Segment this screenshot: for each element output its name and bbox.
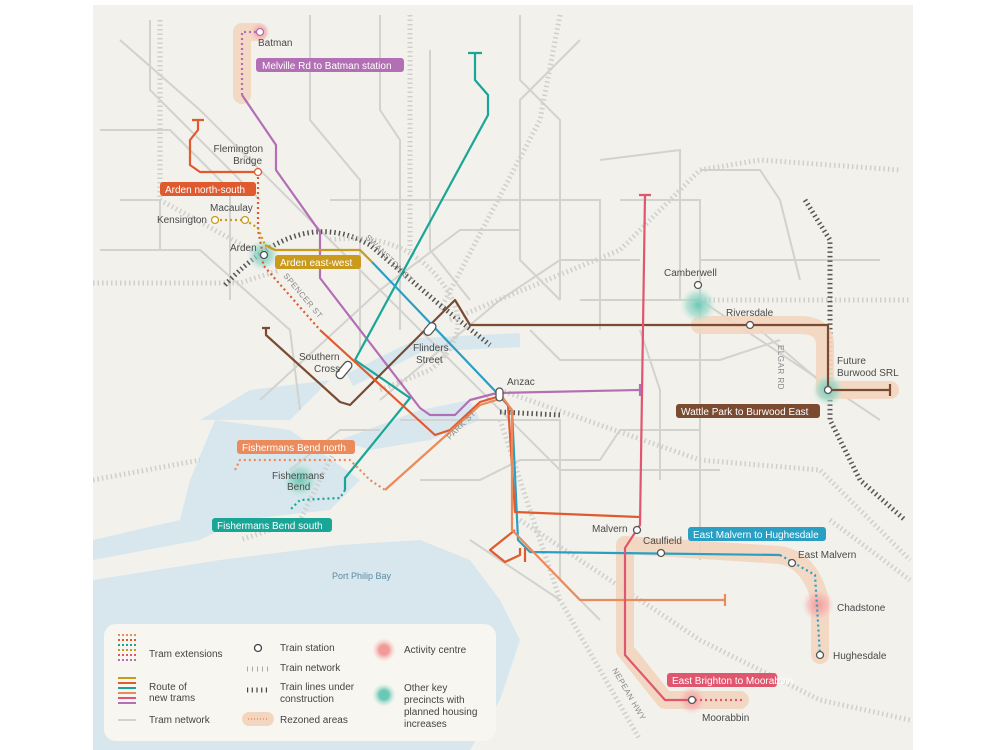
station-riversdale: Riversdale bbox=[726, 308, 774, 319]
legend-key-precincts-1: Other key bbox=[404, 683, 448, 694]
route-fb-south-extension bbox=[289, 489, 346, 511]
route-label-fb-south[interactable]: Fishermans Bend south bbox=[212, 518, 332, 532]
legend-tram-extensions: Tram extensions bbox=[149, 649, 223, 660]
route-wattle-park-line bbox=[262, 298, 892, 407]
route-arden-ns-south bbox=[319, 329, 641, 564]
station-future-burwood-2: Burwood SRL bbox=[837, 368, 899, 379]
place-fishermans-bend-2: Bend bbox=[287, 482, 310, 493]
route-label-text: Arden north-south bbox=[165, 185, 245, 196]
route-label-text: Wattle Park to Burwood East bbox=[681, 407, 809, 418]
route-label-text: Melville Rd to Batman station bbox=[262, 61, 392, 72]
legend-key-precincts-3: planned housing bbox=[404, 707, 478, 718]
stations bbox=[210, 27, 833, 705]
key-precinct-camberwell bbox=[680, 287, 716, 323]
route-east-malvern-line bbox=[371, 261, 781, 557]
route-east-brighton-line bbox=[623, 193, 690, 702]
station-flemington-bridge-2: Bridge bbox=[233, 156, 262, 167]
water-label: Port Philip Bay bbox=[332, 571, 392, 581]
route-fb-north-line bbox=[384, 396, 727, 606]
station-chadstone: Chadstone bbox=[837, 603, 886, 614]
legend-train-construction-2: construction bbox=[280, 694, 334, 705]
route-label-east-malvern[interactable]: East Malvern to Hughesdale bbox=[688, 527, 826, 541]
route-melville-extension bbox=[240, 30, 260, 95]
legend-train-network: Train network bbox=[280, 663, 341, 674]
key-precinct-icon bbox=[372, 683, 396, 707]
route-arden-ew-extension bbox=[215, 218, 267, 246]
station-hughesdale: Hughesdale bbox=[833, 651, 887, 662]
key-precinct-fishermans-bend bbox=[282, 462, 318, 498]
station-flemington-bridge-1: Flemington bbox=[214, 144, 263, 155]
route-teal-line bbox=[343, 51, 490, 490]
station-southern-cross-2: Cross bbox=[314, 364, 340, 375]
station-future-burwood-1: Future bbox=[837, 356, 866, 367]
station-camberwell: Camberwell bbox=[664, 268, 717, 279]
station-southern-cross-1: Southern bbox=[299, 352, 340, 363]
route-label-text: Fishermans Bend south bbox=[217, 521, 323, 532]
train-station-icon bbox=[253, 643, 263, 653]
train-network bbox=[93, 14, 912, 742]
activity-centre-chadstone bbox=[802, 589, 834, 621]
station-flinders-2: Street bbox=[416, 355, 443, 366]
station-anzac: Anzac bbox=[507, 377, 535, 388]
road-swanston: SWANSTON ST bbox=[364, 233, 415, 284]
station-malvern: Malvern bbox=[592, 524, 628, 535]
legend-route-new-trams-2: new trams bbox=[149, 693, 196, 704]
route-label-text: Fishermans Bend north bbox=[242, 443, 346, 454]
legend-key-precincts-2: precincts with bbox=[404, 695, 465, 706]
legend: Tram extensions Route of new trams Tram … bbox=[104, 624, 496, 741]
route-label-arden-ns[interactable]: Arden north-south bbox=[160, 182, 256, 196]
station-batman: Batman bbox=[258, 38, 292, 49]
route-fb-north-extension bbox=[234, 458, 386, 491]
route-new-trams-icon bbox=[118, 677, 136, 704]
station-arden: Arden bbox=[230, 243, 257, 254]
legend-train-station: Train station bbox=[280, 643, 335, 654]
legend-tram-network: Tram network bbox=[149, 715, 210, 726]
train-lines-under-construction bbox=[223, 198, 907, 522]
route-label-text: East Malvern to Hughesdale bbox=[693, 530, 819, 541]
route-arden-ns-line bbox=[188, 118, 258, 174]
route-label-east-brighton[interactable]: East Brighton to Moorabbin bbox=[667, 673, 793, 687]
legend-train-construction-1: Train lines under bbox=[280, 682, 355, 693]
legend-symbols bbox=[118, 634, 396, 726]
road-spencer: SPENCER ST bbox=[281, 272, 324, 321]
station-caulfield: Caulfield bbox=[643, 536, 682, 547]
route-label-fb-north[interactable]: Fishermans Bend north bbox=[237, 440, 355, 454]
legend-key-precincts-4: increases bbox=[404, 719, 447, 730]
route-arden-ew-line bbox=[264, 244, 373, 263]
station-east-malvern: East Malvern bbox=[798, 550, 856, 561]
station-moorabbin: Moorabbin bbox=[702, 713, 749, 724]
route-label-text: East Brighton to Moorabbin bbox=[672, 676, 793, 687]
station-flinders-1: Flinders bbox=[413, 343, 449, 354]
route-melville-line bbox=[241, 94, 641, 417]
route-label-arden-ew[interactable]: Arden east-west bbox=[275, 255, 361, 269]
route-label-wattle-park[interactable]: Wattle Park to Burwood East bbox=[676, 404, 820, 418]
tram-extensions-icon bbox=[118, 634, 136, 661]
route-east-malvern-extension bbox=[779, 554, 822, 656]
city-loop bbox=[329, 235, 461, 393]
road-elgar: ELGAR RD bbox=[776, 345, 785, 390]
station-macaulay: Macaulay bbox=[210, 203, 253, 214]
route-label-melville[interactable]: Melville Rd to Batman station bbox=[256, 58, 404, 72]
legend-route-new-trams-1: Route of bbox=[149, 682, 187, 693]
station-kensington: Kensington bbox=[157, 215, 207, 226]
route-label-text: Arden east-west bbox=[280, 258, 352, 269]
place-fishermans-bend-1: Fishermans bbox=[272, 471, 324, 482]
legend-activity-centre: Activity centre bbox=[404, 645, 467, 656]
legend-rezoned: Rezoned areas bbox=[280, 715, 348, 726]
activity-centre-icon bbox=[372, 638, 396, 662]
